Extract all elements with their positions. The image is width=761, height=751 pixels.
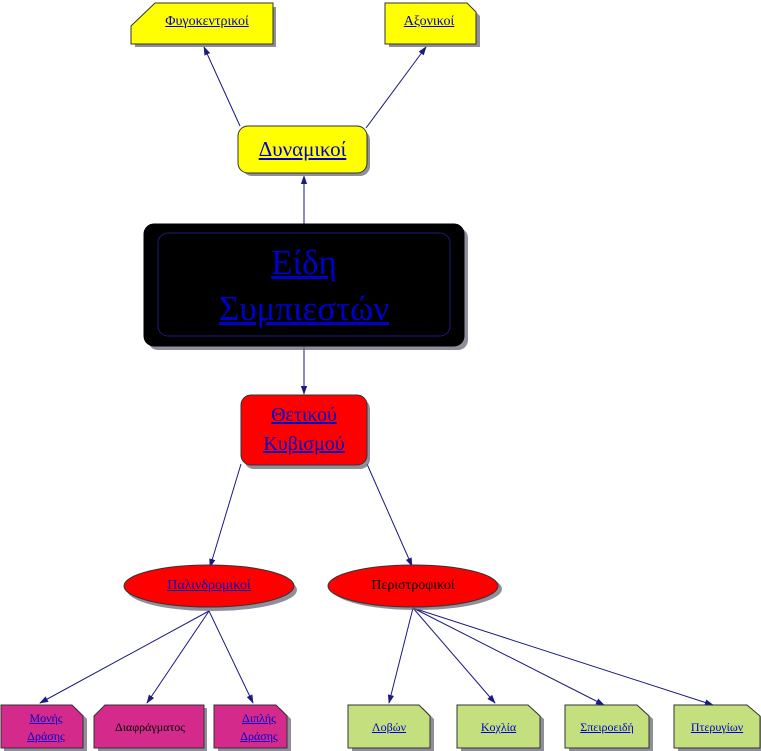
positive-node[interactable]: Θετικού Κυβισμού <box>241 397 367 463</box>
root-inner-border <box>157 232 451 337</box>
edge-rotary-vane <box>412 607 714 706</box>
edge-reciprocating-double <box>208 610 254 704</box>
diaphragm-node: Διαφράγματος <box>96 707 204 747</box>
dynamic-node[interactable]: Δυναμικοί <box>238 126 367 172</box>
diaphragm-shape <box>93 704 205 749</box>
screw-shape <box>456 704 541 749</box>
screw-node[interactable]: Κοχλία <box>457 707 540 747</box>
centrifugal-link[interactable]: Φυγοκεντρικοί <box>165 14 249 29</box>
single-action-link-line1[interactable]: Μονής <box>29 711 63 725</box>
dynamic-shape <box>237 125 368 174</box>
edge-positive-reciprocating <box>209 463 242 568</box>
positive-link-line2[interactable]: Κυβισμού <box>263 433 345 455</box>
axial-node[interactable]: Αξονικοί <box>385 4 473 40</box>
scroll-node[interactable]: Σπειροειδή <box>565 707 649 747</box>
rotary-label: Περιστροφικοί <box>371 578 455 593</box>
dynamic-link[interactable]: Δυναμικοί <box>258 136 347 161</box>
double-action-node[interactable]: Διπλής Δράσης <box>214 707 304 747</box>
edge-reciprocating-single <box>39 610 210 704</box>
lobe-link[interactable]: Λοβών <box>371 719 407 734</box>
centrifugal-node[interactable]: Φυγοκεντρικοί <box>140 4 274 40</box>
root-link-line1[interactable]: Είδη <box>271 243 337 282</box>
centrifugal-shape <box>130 2 274 45</box>
single-action-shape <box>0 704 84 749</box>
root-node[interactable]: Είδη Συμπιεστών <box>158 236 450 336</box>
edges <box>39 46 714 706</box>
axial-link[interactable]: Αξονικοί <box>403 14 455 29</box>
positive-link-line1[interactable]: Θετικού <box>271 404 337 426</box>
edge-dynamic-centrifugal <box>203 46 241 127</box>
vane-link[interactable]: Πτερυγίων <box>690 719 744 734</box>
lobe-node[interactable]: Λοβών <box>348 707 430 747</box>
rotary-shape <box>327 564 499 608</box>
edge-rotary-scroll <box>412 607 605 706</box>
root-link-line2[interactable]: Συμπιεστών <box>218 289 390 328</box>
scroll-link[interactable]: Σπειροειδή <box>580 719 634 734</box>
screw-link[interactable]: Κοχλία <box>480 719 517 734</box>
edge-reciprocating-diaphragm <box>146 610 210 704</box>
vane-node[interactable]: Πτερυγίων <box>674 707 760 747</box>
positive-shape <box>240 394 368 466</box>
edge-positive-rotary <box>366 463 413 567</box>
rotary-node: Περιστροφικοί <box>328 572 498 600</box>
reciprocating-node[interactable]: Παλινδρομικοί <box>124 572 294 600</box>
edge-rotary-screw <box>412 607 496 704</box>
reciprocating-link[interactable]: Παλινδρομικοί <box>167 578 251 593</box>
single-action-link-line2[interactable]: Δράσης <box>27 729 65 743</box>
root-shape <box>143 223 465 347</box>
lobe-shape <box>347 704 431 749</box>
edge-dynamic-axial <box>365 46 427 129</box>
axial-shape <box>384 2 477 45</box>
double-action-link-line1[interactable]: Διπλής <box>242 711 276 725</box>
vane-shape <box>673 704 761 749</box>
reciprocating-shape <box>123 564 295 608</box>
single-action-node[interactable]: Μονής Δράσης <box>2 707 90 747</box>
edge-rotary-lobe <box>387 607 414 704</box>
scroll-shape <box>564 704 650 749</box>
shadows <box>4 7 761 751</box>
diaphragm-label: Διαφράγματος <box>114 719 186 734</box>
double-action-shape <box>213 704 288 749</box>
double-action-link-line2[interactable]: Δράσης <box>240 729 278 743</box>
